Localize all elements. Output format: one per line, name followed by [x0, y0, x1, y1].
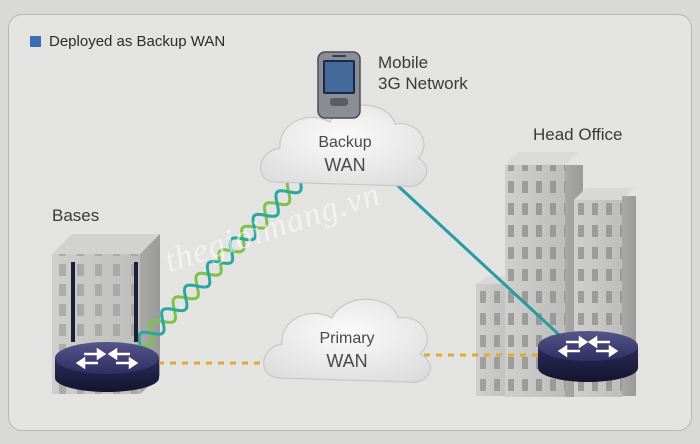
- mobile-label-line1: Mobile: [378, 53, 429, 72]
- legend-label: Deployed as Backup WAN: [49, 33, 226, 50]
- mobile-network-label: Mobile 3G Network: [378, 52, 468, 94]
- backup-wan-cloud: [260, 104, 428, 188]
- legend-swatch: [30, 36, 41, 47]
- wireless-link: [137, 177, 303, 348]
- mobile-label-line2: 3G Network: [378, 74, 468, 93]
- backup-wan-line1: Backup: [318, 134, 372, 151]
- backup-wan-label: Backup WAN: [300, 132, 390, 176]
- primary-wan-line2: WAN: [326, 351, 368, 371]
- head-office-router-icon: [538, 331, 638, 382]
- backup-wan-line2: WAN: [324, 155, 366, 175]
- backup-link: [394, 182, 570, 345]
- mobile-phone-icon: [317, 51, 361, 119]
- legend: Deployed as Backup WAN: [30, 33, 225, 50]
- base-router-icon: [55, 262, 159, 392]
- primary-wan-cloud: [263, 298, 431, 384]
- bases-label: Bases: [52, 206, 100, 225]
- primary-wan-label: Primary WAN: [302, 328, 392, 372]
- primary-wan-line1: Primary: [319, 330, 375, 347]
- head-office-label: Head Office: [533, 125, 623, 144]
